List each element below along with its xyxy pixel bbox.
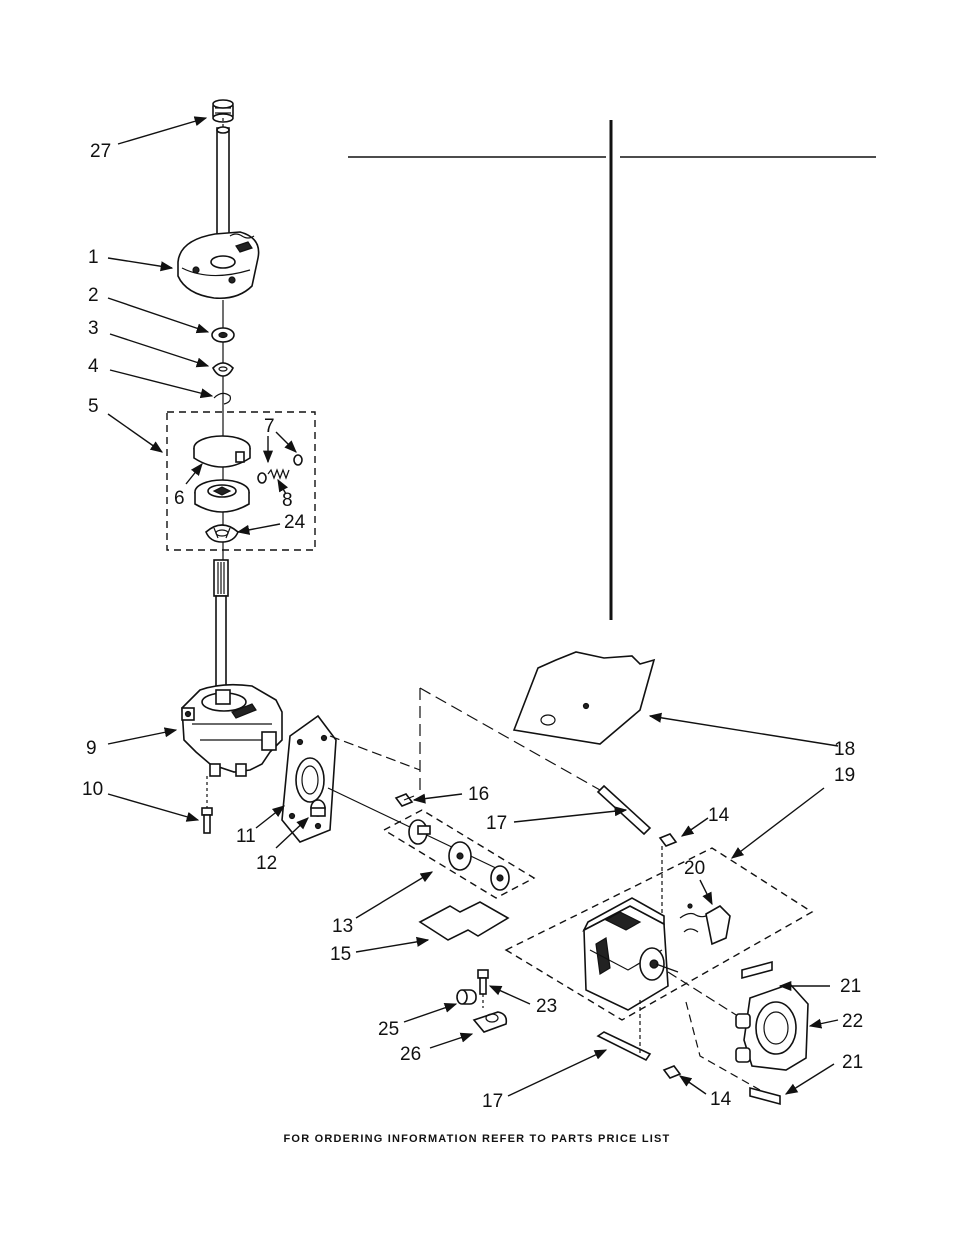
callout-1: 1 (88, 247, 99, 268)
callout-12: 12 (256, 853, 277, 874)
callout-7: 7 (264, 416, 275, 437)
part-bolt-14-lower (662, 1065, 682, 1079)
part-clutch-hub (194, 479, 250, 513)
part-switch (679, 903, 731, 946)
part-ring (213, 392, 231, 405)
callout-16: 16 (468, 784, 489, 805)
motor-kit-box (504, 847, 814, 1021)
part-washer (211, 327, 235, 343)
kit-box (166, 411, 316, 551)
part-screw-23 (477, 969, 489, 1008)
part-coupling (382, 809, 536, 899)
callout-14-lower: 14 (710, 1089, 732, 1110)
part-pump (735, 983, 809, 1071)
callout-24: 24 (284, 512, 306, 533)
part-mounting-plate (281, 714, 337, 843)
callout-21-lower: 21 (842, 1052, 863, 1073)
part-pad (418, 901, 510, 941)
callout-14-upper: 14 (708, 805, 730, 826)
callout-21-upper: 21 (840, 976, 861, 997)
callout-27: 27 (90, 141, 111, 162)
callout-11: 11 (236, 826, 256, 847)
part-clutch-band (193, 435, 251, 468)
callout-5: 5 (88, 396, 99, 417)
callout-19: 19 (834, 765, 855, 786)
callout-15: 15 (330, 944, 351, 965)
part-bolt-14-upper (658, 833, 678, 920)
part-bolt-10 (201, 776, 213, 834)
part-seal (212, 99, 234, 123)
callout-17-lower: 17 (482, 1091, 503, 1112)
part-bracket-lower (596, 1000, 652, 1062)
part-bushing-25 (456, 989, 477, 1005)
ordering-footer-note: FOR ORDERING INFORMATION REFER TO PARTS … (283, 1133, 671, 1145)
callout-25: 25 (378, 1019, 399, 1040)
callout-10: 10 (82, 779, 103, 800)
callout-20: 20 (684, 858, 705, 879)
part-retainer (212, 362, 234, 377)
title-block (348, 120, 876, 620)
part-clip-upper (741, 960, 773, 980)
part-cam-plate (177, 231, 260, 300)
leader-lines (107, 116, 839, 1097)
callout-13: 13 (332, 916, 353, 937)
part-clip-lower (749, 1086, 781, 1106)
callout-17-upper: 17 (486, 813, 507, 834)
part-plug (310, 799, 326, 817)
callout-26: 26 (400, 1044, 421, 1065)
callout-6: 6 (174, 488, 185, 509)
callout-3: 3 (88, 318, 99, 339)
part-bolt-16 (394, 793, 415, 807)
part-shield (512, 651, 656, 745)
callout-2: 2 (88, 285, 99, 306)
part-springs (257, 454, 303, 484)
callout-4: 4 (88, 356, 99, 377)
callout-9: 9 (86, 738, 97, 759)
callout-22: 22 (842, 1011, 863, 1032)
part-upper-shaft (216, 118, 230, 259)
callout-8: 8 (282, 490, 293, 511)
part-gearcase (181, 683, 283, 777)
part-snap-ring (205, 524, 239, 543)
part-motor (582, 897, 761, 1031)
callout-labels: 27 1 2 3 4 5 6 7 8 24 9 10 11 12 16 17 1… (82, 141, 863, 1112)
callout-18: 18 (834, 739, 855, 760)
callout-23: 23 (536, 996, 557, 1017)
part-clamp-26 (472, 1011, 508, 1033)
